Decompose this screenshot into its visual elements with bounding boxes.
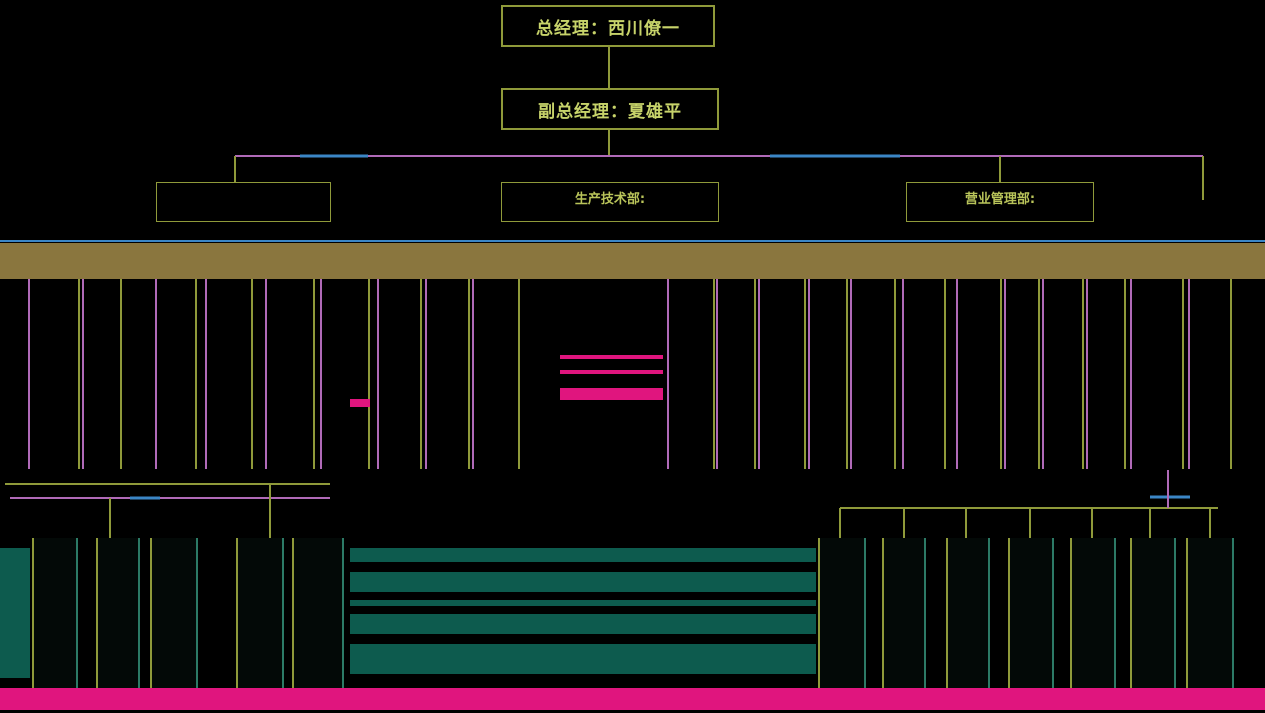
department-label: 营业管理部: xyxy=(965,188,1035,207)
deputy-general-manager-label: 副总经理：夏雄平 xyxy=(538,97,682,122)
glitch-artifact xyxy=(350,572,816,592)
subsection-column xyxy=(236,538,284,698)
general-manager-label: 总经理：西川僚一 xyxy=(536,14,680,39)
glitch-artifact xyxy=(0,688,1265,710)
section-column xyxy=(377,279,422,469)
section-column xyxy=(1042,279,1084,469)
department-box-production: 生产技术部: xyxy=(501,182,719,222)
glitch-artifact xyxy=(560,370,663,374)
section-column xyxy=(1130,279,1184,469)
section-column xyxy=(28,279,80,469)
section-column xyxy=(205,279,253,469)
section-band xyxy=(0,243,1265,279)
deputy-general-manager-box: 副总经理：夏雄平 xyxy=(501,88,719,130)
subsection-column xyxy=(946,538,990,698)
glitch-artifact xyxy=(350,644,816,674)
section-column xyxy=(667,279,715,469)
section-column xyxy=(808,279,848,469)
section-column xyxy=(1086,279,1126,469)
section-column xyxy=(902,279,946,469)
band-divider xyxy=(0,240,1265,242)
glitch-artifact xyxy=(350,614,816,634)
section-column xyxy=(265,279,315,469)
section-column xyxy=(1004,279,1040,469)
glitch-artifact xyxy=(350,548,816,562)
subsection-column xyxy=(818,538,866,698)
section-column xyxy=(320,279,370,469)
department-label: 生产技术部: xyxy=(575,188,645,207)
subsection-column xyxy=(882,538,926,698)
section-column xyxy=(758,279,806,469)
glitch-artifact xyxy=(350,399,370,407)
glitch-artifact xyxy=(560,388,663,400)
subsection-column xyxy=(96,538,140,698)
subsection-column xyxy=(32,538,78,698)
section-column xyxy=(472,279,520,469)
section-column xyxy=(716,279,756,469)
section-column xyxy=(956,279,1002,469)
subsection-column xyxy=(150,538,198,698)
section-column xyxy=(1188,279,1232,469)
department-box-general-affairs xyxy=(156,182,331,222)
subsection-column xyxy=(1130,538,1176,698)
subsection-column xyxy=(292,538,344,698)
general-manager-box: 总经理：西川僚一 xyxy=(501,5,715,47)
section-column xyxy=(155,279,197,469)
glitch-artifact xyxy=(0,548,30,678)
subsection-column xyxy=(1008,538,1054,698)
subsection-column xyxy=(1070,538,1116,698)
section-column xyxy=(82,279,122,469)
glitch-artifact xyxy=(350,600,816,606)
subsection-column xyxy=(1186,538,1234,698)
department-box-sales: 营业管理部: xyxy=(906,182,1094,222)
glitch-artifact xyxy=(560,355,663,359)
section-column xyxy=(850,279,896,469)
section-column xyxy=(425,279,470,469)
